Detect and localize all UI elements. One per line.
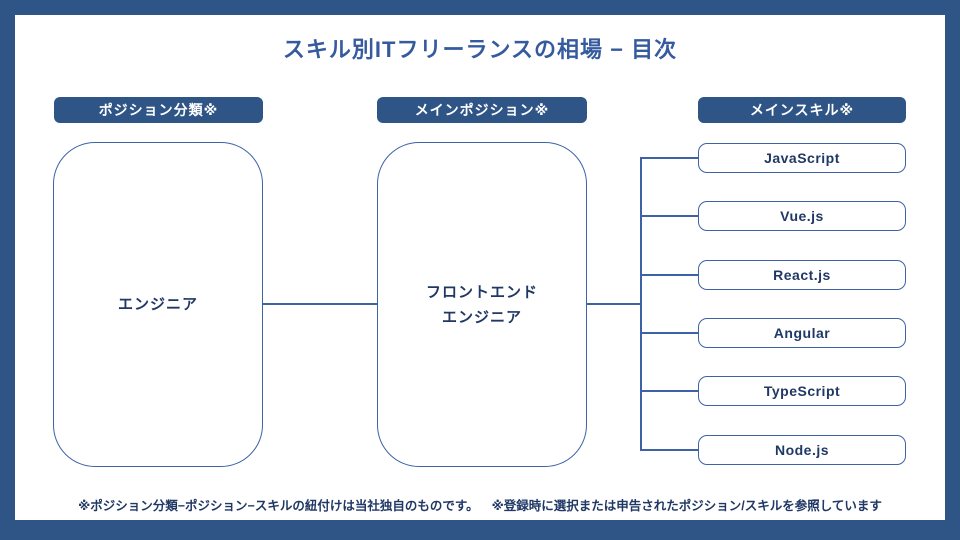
column-header-main-skill: メインスキル※ [698, 97, 906, 123]
slide-title: スキル別ITフリーランスの相場 − 目次 [282, 37, 678, 62]
skill-branch-line [640, 274, 698, 276]
skill-branch-line [640, 449, 698, 451]
skill-node-vuejs: Vue.js [698, 201, 906, 231]
connector-position-to-trunk [587, 303, 641, 305]
skill-branch-line [640, 332, 698, 334]
skill-label: JavaScript [764, 150, 840, 166]
footnote-text-1: ※ポジション分類−ポジション−スキルの紐付けは当社独自のものです。 [78, 499, 479, 513]
skill-label: TypeScript [763, 383, 841, 399]
node-label: エンジニア [117, 296, 198, 313]
skill-node-reactjs: React.js [698, 260, 906, 290]
skill-label: React.js [773, 267, 831, 283]
column-header-label: メインポジション※ [414, 102, 550, 118]
skill-branch-line [640, 390, 698, 392]
skill-node-angular: Angular [698, 318, 906, 348]
column-header-position-category: ポジション分類※ [54, 97, 263, 123]
skill-branch-line [640, 157, 698, 159]
skill-label: Node.js [774, 442, 830, 458]
skill-branch-line [640, 215, 698, 217]
column-header-label: ポジション分類※ [98, 102, 219, 118]
node-frontend-engineer: フロントエンド エンジニア [377, 142, 587, 467]
footnote-text-2: ※登録時に選択または申告されたポジション/スキルを参照しています [491, 499, 882, 513]
node-label-line2: エンジニア [441, 308, 522, 326]
connector-category-to-position [263, 303, 377, 305]
skill-node-typescript: TypeScript [698, 376, 906, 406]
node-engineer: エンジニア [53, 142, 263, 467]
skill-node-javascript: JavaScript [698, 143, 906, 173]
column-header-label: メインスキル※ [749, 102, 855, 118]
column-header-main-position: メインポジション※ [377, 97, 587, 123]
skill-label: Vue.js [780, 208, 824, 224]
skill-trunk-line [640, 157, 642, 450]
skill-node-nodejs: Node.js [698, 435, 906, 465]
footnote: ※ポジション分類−ポジション−スキルの紐付けは当社独自のものです。 ※登録時に選択… [0, 495, 960, 514]
skill-label: Angular [773, 325, 831, 341]
node-label-line1: フロントエンド [425, 283, 538, 301]
